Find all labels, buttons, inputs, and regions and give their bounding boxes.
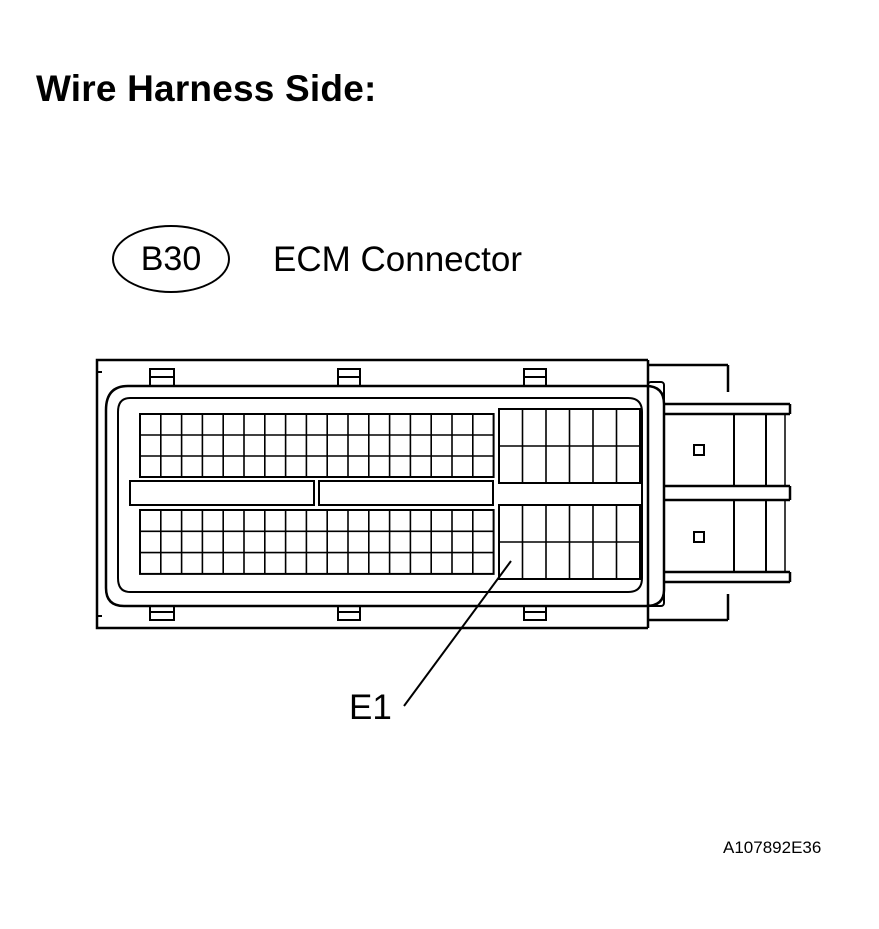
pin-grid-upper-left — [139, 413, 495, 478]
pin-grid-lower-right — [498, 504, 641, 580]
diagram-id: A107892E36 — [723, 838, 822, 857]
pin-grid-lower-left — [139, 509, 495, 575]
page-heading: Wire Harness Side: — [36, 68, 377, 109]
inner-walls — [104, 381, 666, 608]
housing-tabs — [149, 368, 547, 621]
connector-housing — [95, 358, 730, 630]
connector-latch — [664, 402, 792, 584]
pin-callout-label: E1 — [349, 688, 392, 727]
connector-name: ECM Connector — [273, 240, 522, 279]
connector-code-badge: B30 — [112, 225, 230, 293]
pin-grids — [139, 408, 641, 580]
pin-grid-upper-right — [498, 408, 641, 484]
connector-code: B30 — [140, 239, 202, 278]
center-divider — [129, 480, 494, 506]
pin-e1-leader — [403, 560, 512, 707]
